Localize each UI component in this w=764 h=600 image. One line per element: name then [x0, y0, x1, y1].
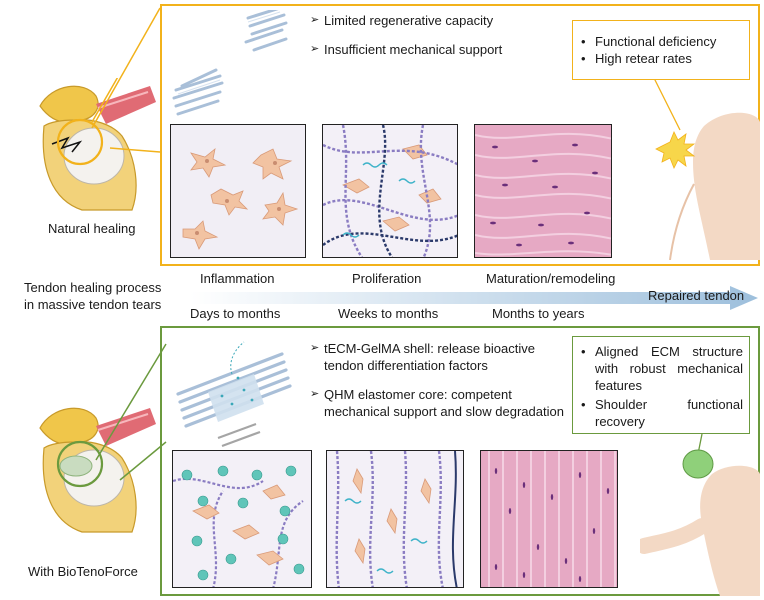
repaired-tendon-label: Repaired tendon: [648, 288, 745, 303]
timeline-left-label-2: in massive tendon tears: [24, 297, 162, 312]
remodeling-micrograph: [474, 124, 612, 258]
biotenoforce-scaffold-illustration: [176, 341, 292, 448]
outcome-item: Functional deficiency: [579, 33, 743, 50]
phase-label: Maturation/remodeling: [486, 271, 616, 286]
duration-label: Days to months: [190, 306, 281, 321]
arm-recovered-illustration: [640, 434, 760, 596]
shoulder-biotenoforce-illustration: [39, 407, 156, 533]
phase-label: Proliferation: [352, 271, 422, 286]
bio-proliferation-micrograph: [326, 450, 464, 588]
callout-lines-top: [91, 7, 161, 153]
biotenoforce-features-list: tECM-GelMA shell: release bioactive tend…: [308, 340, 574, 420]
problem-item: Limited regenerative capacity: [308, 12, 502, 29]
feature-item: tECM-GelMA shell: release bioactive tend…: [308, 340, 574, 374]
callout-lines-bottom: [95, 343, 167, 481]
duration-label: Months to years: [492, 306, 585, 321]
arm-retear-illustration: [654, 80, 760, 260]
duration-label: Weeks to months: [338, 306, 439, 321]
natural-outcomes-box: Functional deficiency High retear rates: [572, 20, 750, 80]
biotenoforce-outcomes-box: Aligned ECM structure with robust mechan…: [572, 336, 750, 434]
inflammation-micrograph: [170, 124, 306, 258]
natural-problems-list: Limited regenerative capacity Insufficie…: [308, 12, 502, 58]
phase-label: Inflammation: [200, 271, 275, 286]
damaged-tendon-fibers: [172, 10, 288, 116]
timeline-arrow: [190, 286, 758, 310]
outcome-item: High retear rates: [579, 50, 743, 67]
feature-item: QHM elastomer core: competent mechanical…: [308, 386, 574, 420]
problem-item: Insufficient mechanical support: [308, 41, 502, 58]
timeline-left-label-1: Tendon healing process: [24, 280, 162, 295]
natural-healing-label: Natural healing: [48, 221, 136, 236]
biotenoforce-label: With BioTenoForce: [28, 564, 138, 579]
outcome-item: Shoulder functional recovery: [579, 396, 743, 430]
outcome-item: Aligned ECM structure with robust mechan…: [579, 343, 743, 394]
proliferation-micrograph: [322, 124, 458, 258]
bio-remodeling-micrograph: [480, 450, 618, 588]
biotenoforce-panel: [160, 326, 760, 596]
shoulder-torn-tendon-illustration: [39, 78, 156, 211]
bio-inflammation-micrograph: [172, 450, 312, 588]
